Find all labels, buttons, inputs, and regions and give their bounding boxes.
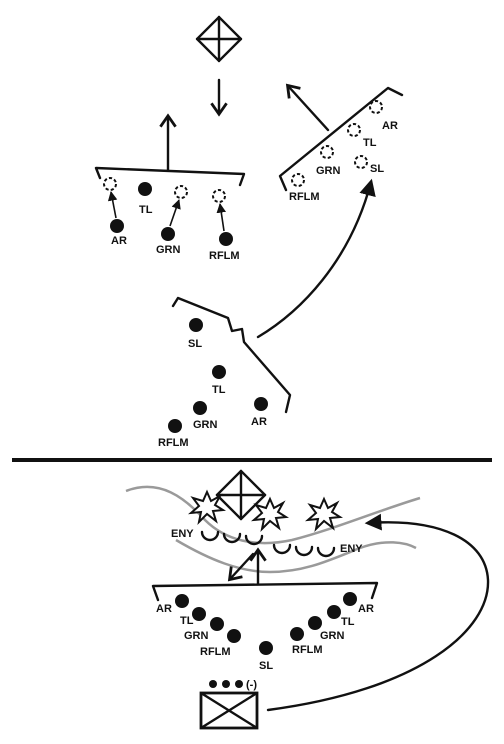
team1-line-formation xyxy=(94,113,246,187)
team1-rflm-move-arrow xyxy=(216,203,227,232)
right-grn-label: GRN xyxy=(320,630,345,642)
team1-rflm-old-position xyxy=(212,189,226,203)
team1-grn-label: GRN xyxy=(156,244,181,256)
team2-grn-label: GRN xyxy=(316,165,341,177)
team2-grn-marker xyxy=(320,145,334,159)
assault-line-formation xyxy=(151,581,379,602)
sl-marker xyxy=(259,641,273,655)
team2-sl-label: SL xyxy=(370,163,384,175)
team1-rflm-marker xyxy=(219,232,233,246)
left-rflm-marker xyxy=(227,629,241,643)
enemy-label-right: ENY xyxy=(340,543,363,555)
left-tl-label: TL xyxy=(180,615,194,627)
team1-ar-move-arrow xyxy=(107,191,118,219)
team3-tl-label: TL xyxy=(212,384,226,396)
terrain-line-lower xyxy=(175,538,417,574)
team2-line-formation xyxy=(278,83,404,192)
right-tl-marker xyxy=(327,605,341,619)
unit-size-label: (-) xyxy=(246,679,257,691)
terrain-line-upper xyxy=(125,485,421,545)
team2-rflm-marker xyxy=(291,173,305,187)
objective-symbol-bottom xyxy=(215,469,267,521)
team1-grn-marker xyxy=(161,227,175,241)
left-rflm-label: RFLM xyxy=(200,646,231,658)
team3-ar-label: AR xyxy=(251,416,267,428)
explosion-icon xyxy=(250,496,290,533)
team2-rflm-label: RFLM xyxy=(289,191,320,203)
support-unit-symbol xyxy=(199,691,259,730)
right-tl-label: TL xyxy=(341,616,355,628)
right-ar-marker xyxy=(343,592,357,606)
team3-tl-marker xyxy=(212,365,226,379)
team2-tl-marker xyxy=(347,123,361,137)
team3-rflm-label: RFLM xyxy=(158,437,189,449)
right-rflm-label: RFLM xyxy=(292,644,323,656)
sl-label: SL xyxy=(259,660,273,672)
team1-tl-marker xyxy=(138,182,152,196)
left-ar-marker xyxy=(175,594,189,608)
right-rflm-marker xyxy=(290,627,304,641)
objective-symbol-top xyxy=(195,15,243,63)
maneuver-arrow xyxy=(266,513,490,712)
team3-sl-marker xyxy=(189,318,203,332)
team3-rflm-marker xyxy=(168,419,182,433)
team1-rflm-label: RFLM xyxy=(209,250,240,262)
unit-size-dots xyxy=(209,680,243,688)
enemy-position-line xyxy=(200,530,336,558)
team1-ar-old-position xyxy=(103,177,117,191)
left-grn-label: GRN xyxy=(184,630,209,642)
team2-tl-label: TL xyxy=(363,137,377,149)
team3-grn-marker xyxy=(193,401,207,415)
left-tl-marker xyxy=(192,607,206,621)
left-ar-label: AR xyxy=(156,603,172,615)
team2-sl-marker xyxy=(354,155,368,169)
right-grn-marker xyxy=(308,616,322,630)
team3-echelon-formation xyxy=(171,178,376,414)
team2-ar-marker xyxy=(369,100,383,114)
team3-grn-label: GRN xyxy=(193,419,218,431)
right-ar-label: AR xyxy=(358,603,374,615)
explosion-icon xyxy=(187,489,227,526)
enemy-label-left: ENY xyxy=(171,528,194,540)
team1-grn-move-arrow xyxy=(169,199,181,227)
left-grn-marker xyxy=(210,617,224,631)
team3-sl-label: SL xyxy=(188,338,202,350)
team1-grn-old-position xyxy=(174,185,188,199)
team1-ar-label: AR xyxy=(111,235,127,247)
assault-arrow-left xyxy=(227,552,255,582)
team1-ar-marker xyxy=(110,219,124,233)
team2-ar-label: AR xyxy=(382,120,398,132)
team1-tl-label: TL xyxy=(139,204,153,216)
explosion-icon xyxy=(304,496,344,533)
team3-ar-marker xyxy=(254,397,268,411)
